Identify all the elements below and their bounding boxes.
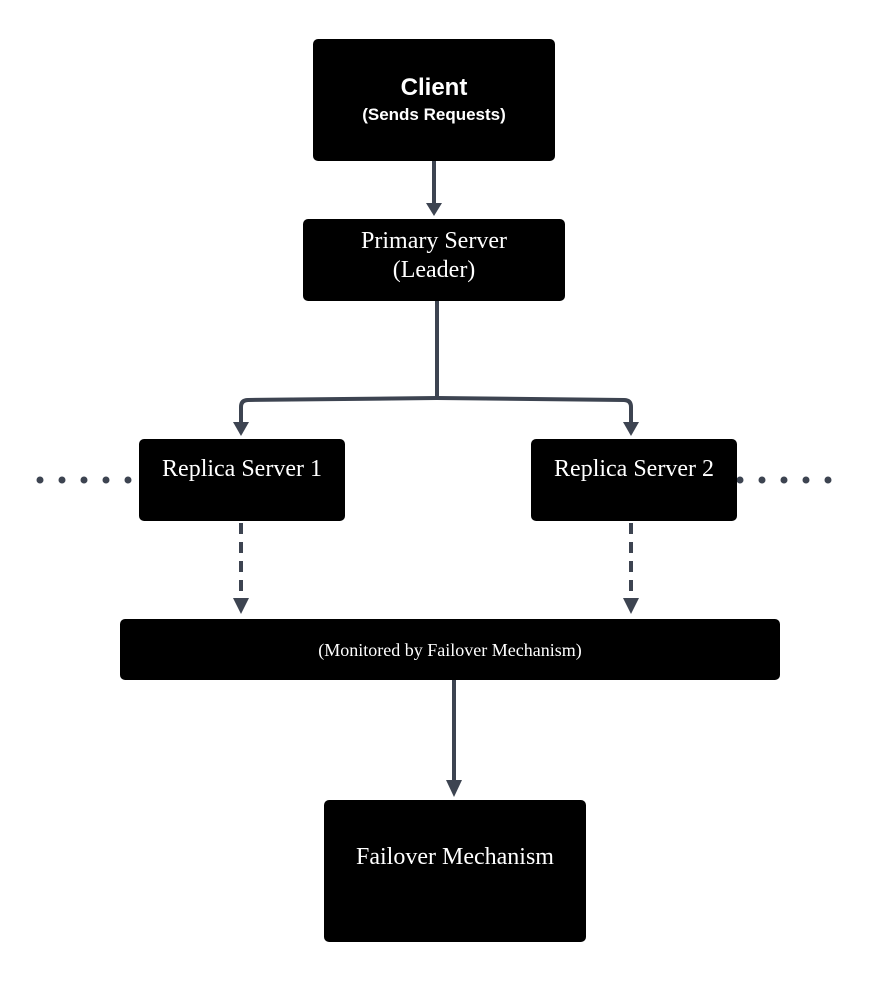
replica-server-1-node: Replica Server 1 xyxy=(139,439,345,521)
edge-client-to-primary xyxy=(426,161,442,216)
replica-server-2-label: Replica Server 2 xyxy=(554,456,714,482)
failover-mechanism-node: Failover Mechanism xyxy=(324,800,586,942)
edge-replica2-to-monitor xyxy=(623,523,639,614)
client-node: Client (Sends Requests) xyxy=(313,39,555,161)
monitor-label: (Monitored by Failover Mechanism) xyxy=(318,639,582,660)
failover-mechanism-label: Failover Mechanism xyxy=(356,844,554,870)
monitor-node: (Monitored by Failover Mechanism) xyxy=(120,619,780,680)
primary-server-node: Primary Server (Leader) xyxy=(303,219,565,301)
replica-server-1-label: Replica Server 1 xyxy=(162,456,322,482)
client-title: Client xyxy=(400,74,468,101)
edge-primary-to-replicas xyxy=(233,301,639,436)
client-subtitle: (Sends Requests) xyxy=(362,105,506,124)
edge-monitor-to-failover xyxy=(446,680,462,797)
replica-server-2-node: Replica Server 2 xyxy=(531,439,737,521)
primary-server-role: (Leader) xyxy=(392,257,476,283)
edge-replica1-to-monitor xyxy=(233,523,249,614)
primary-server-title: Primary Server xyxy=(361,228,507,254)
